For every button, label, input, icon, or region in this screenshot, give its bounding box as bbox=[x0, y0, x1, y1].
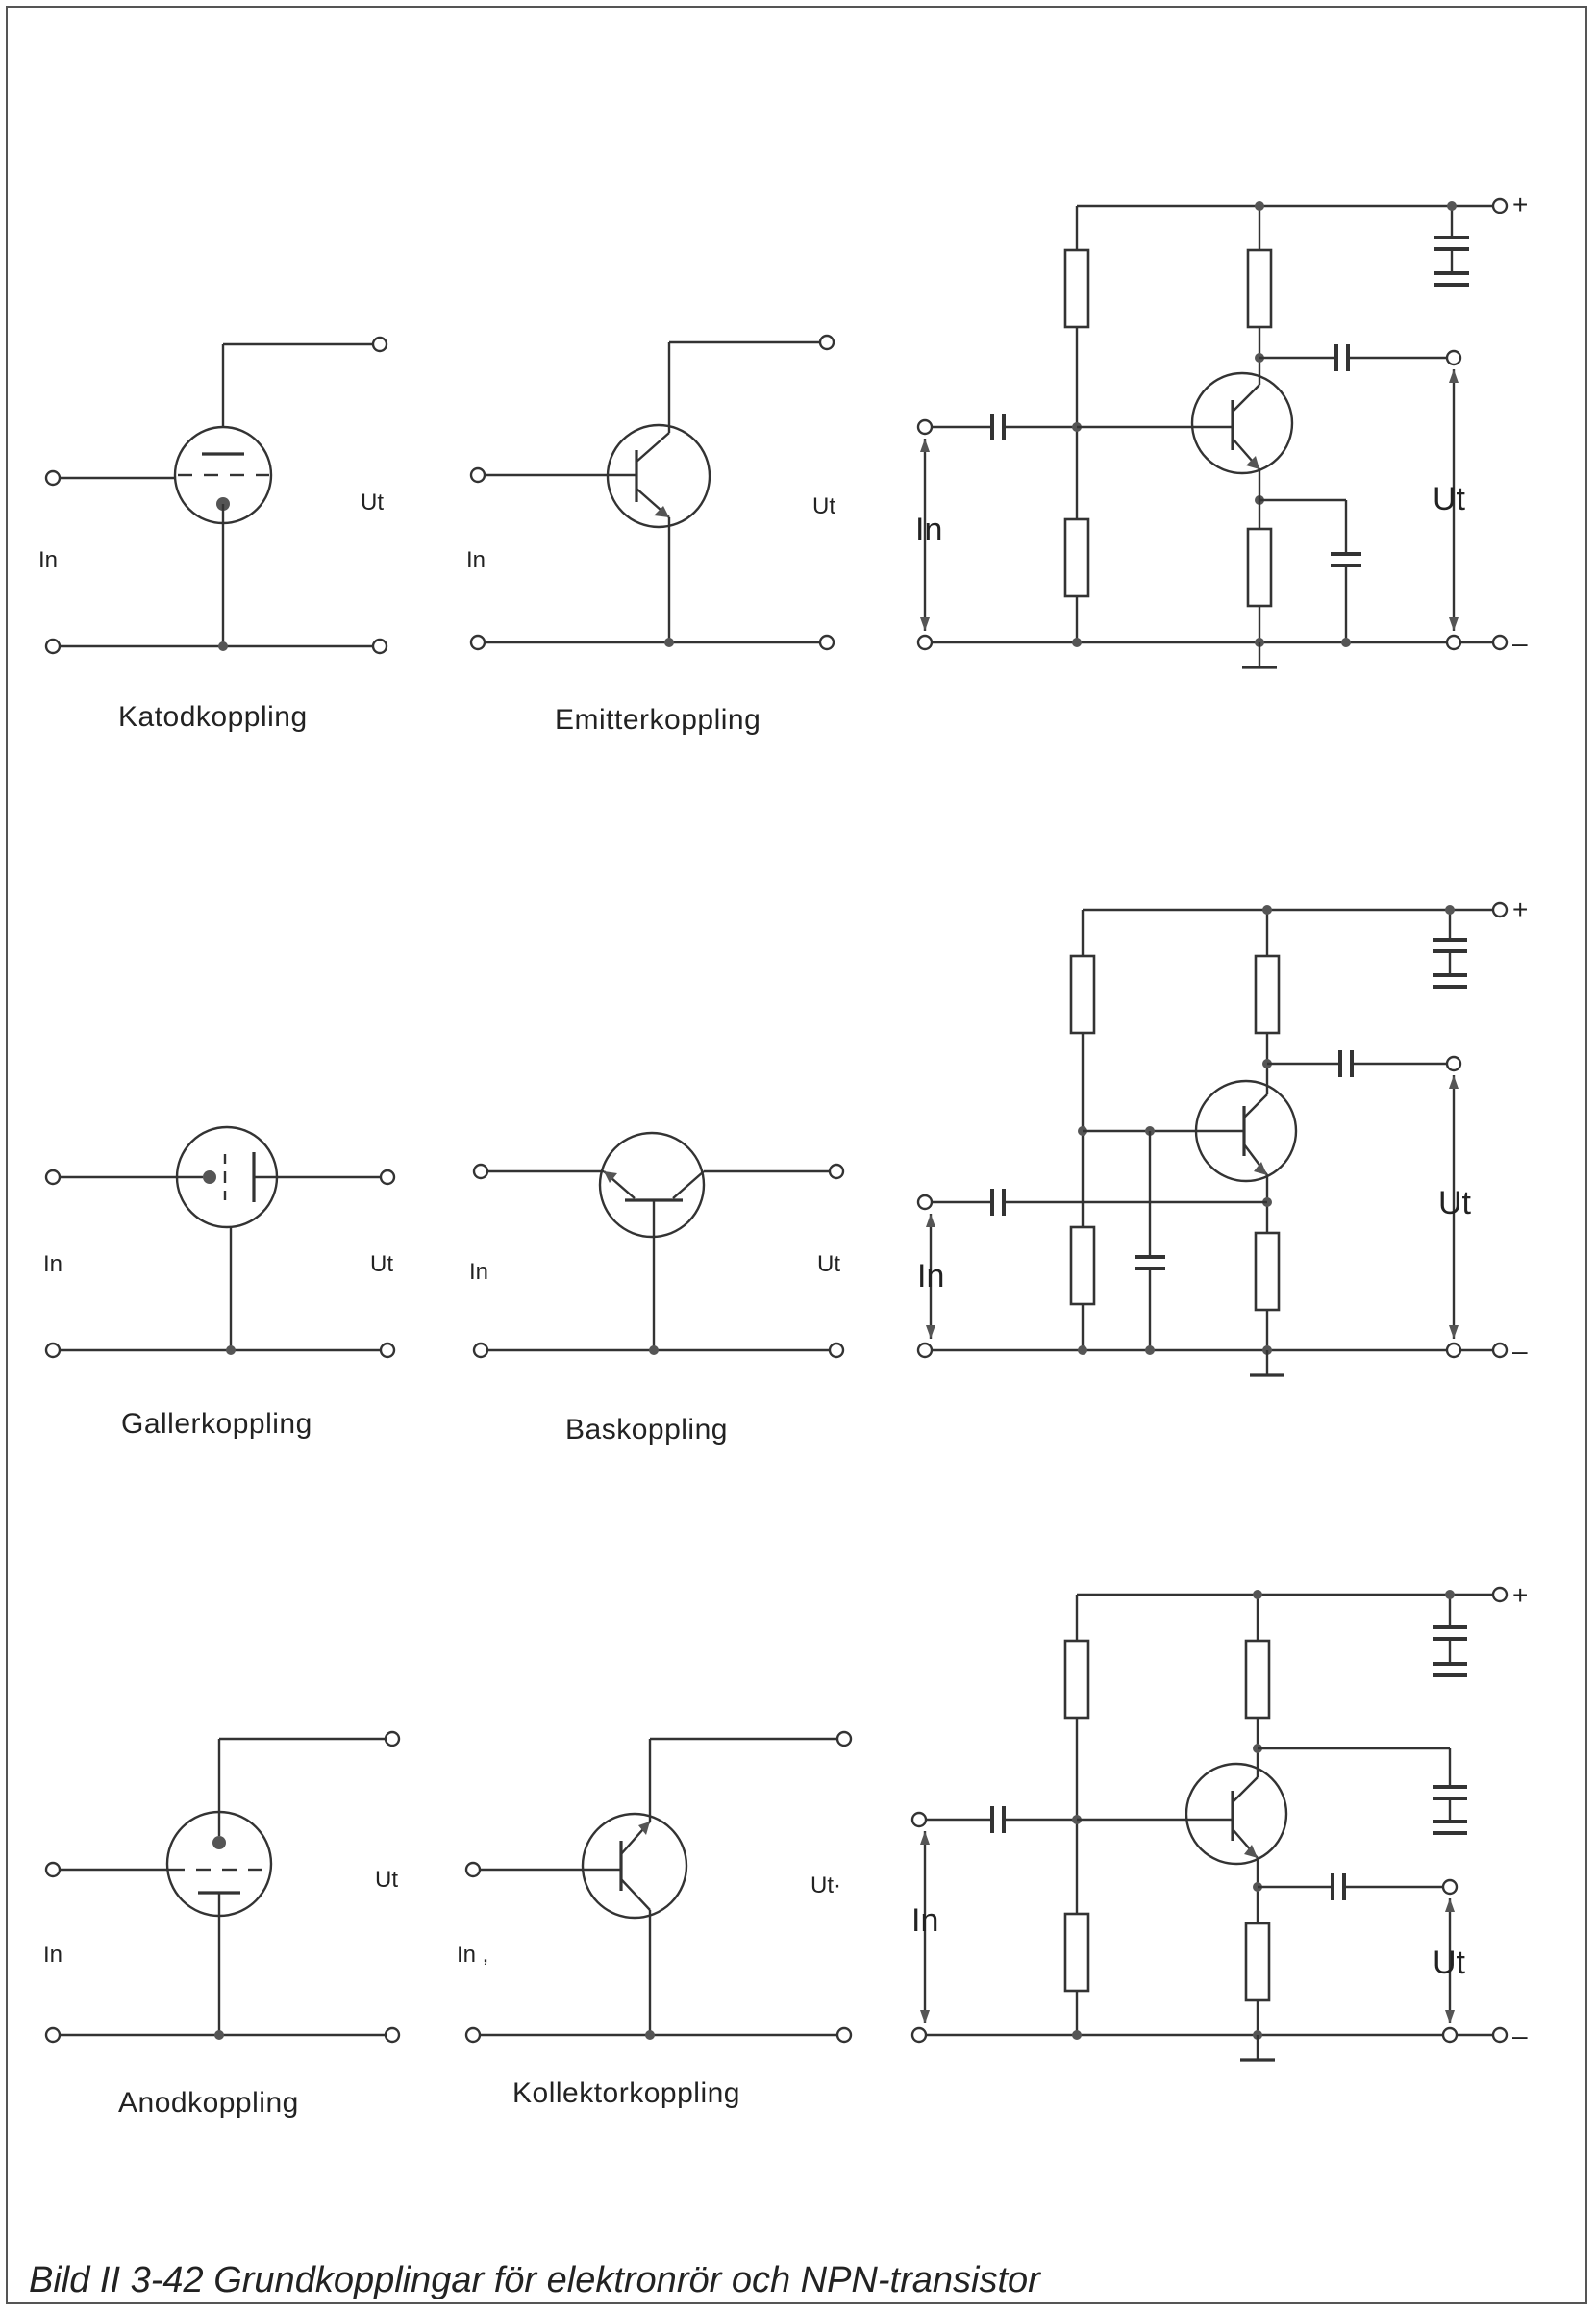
in-label: In bbox=[469, 1259, 488, 1285]
figure-caption: Bild II 3-42 Grundkopplingar för elektro… bbox=[29, 2260, 1040, 2300]
transistor-emitter-circuit bbox=[469, 334, 835, 651]
ut-label: Ut bbox=[1438, 1185, 1472, 1221]
in-label: In bbox=[911, 1902, 938, 1939]
plus-terminal-label: + bbox=[1512, 1580, 1528, 1610]
plus-terminal-label: + bbox=[1512, 894, 1528, 924]
emitter-amplifier-schematic bbox=[916, 197, 1509, 669]
in-label: In bbox=[43, 1251, 62, 1277]
base-amplifier-schematic bbox=[916, 901, 1509, 1377]
in-label: In bbox=[43, 1942, 62, 1968]
tube-caption-2: Gallerkoppling bbox=[121, 1408, 312, 1440]
tube-anode-circuit bbox=[44, 1730, 401, 2044]
ut-label: Ut bbox=[361, 490, 384, 515]
minus-terminal-label: – bbox=[1512, 1336, 1528, 1366]
tube-cathode-circuit bbox=[44, 336, 388, 655]
tube-grid-circuit bbox=[44, 1125, 396, 1359]
in-label: In bbox=[466, 547, 486, 573]
tube-caption-3: Anodkoppling bbox=[118, 2087, 299, 2119]
in-label: In bbox=[38, 547, 58, 573]
tube-caption-1: Katodkoppling bbox=[118, 701, 308, 733]
ut-label: Ut bbox=[812, 493, 835, 519]
ut-label: Ut bbox=[1433, 481, 1466, 517]
ut-label: Ut· bbox=[810, 1872, 841, 1898]
ut-label: Ut bbox=[817, 1251, 840, 1277]
minus-terminal-label: – bbox=[1512, 628, 1528, 658]
ut-label: Ut bbox=[370, 1251, 393, 1277]
ut-label: Ut bbox=[1433, 1945, 1466, 1981]
transistor-collector-circuit bbox=[464, 1730, 853, 2044]
transistor-caption-2: Baskoppling bbox=[565, 1414, 728, 1445]
in-label: In bbox=[917, 1258, 944, 1294]
collector-amplifier-schematic bbox=[910, 1586, 1509, 2062]
transistor-caption-3: Kollektorkoppling bbox=[512, 2077, 740, 2109]
in-label: In , bbox=[457, 1942, 488, 1968]
in-label: In bbox=[915, 512, 942, 548]
schematics-canvas: In Ut Katodkoppling In Ut Emitterkopplin… bbox=[38, 189, 1528, 2119]
minus-terminal-label: – bbox=[1512, 2021, 1528, 2050]
transistor-caption-1: Emitterkoppling bbox=[555, 704, 761, 736]
plus-terminal-label: + bbox=[1512, 189, 1528, 219]
ut-label: Ut bbox=[375, 1867, 398, 1893]
figure-frame bbox=[6, 6, 1587, 2304]
transistor-base-circuit bbox=[472, 1131, 845, 1359]
